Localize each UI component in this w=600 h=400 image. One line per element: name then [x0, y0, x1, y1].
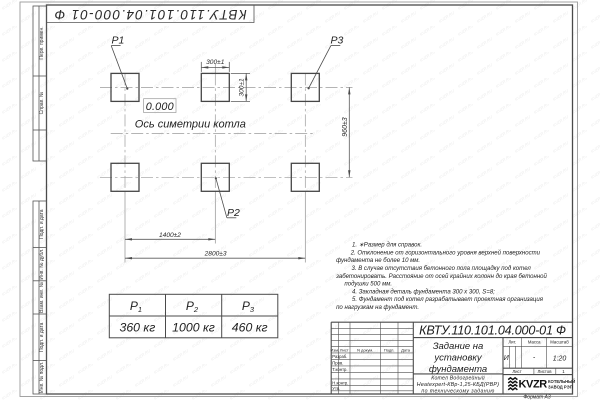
- svg-text:КВТУ.110.101.04.000-01 Ф: КВТУ.110.101.04.000-01 Ф: [419, 324, 566, 338]
- svg-text:Р3: Р3: [331, 35, 344, 47]
- svg-text:KVZR: KVZR: [519, 378, 548, 390]
- svg-text:Подп.: Подп.: [384, 347, 395, 352]
- svg-text:Н.контр.: Н.контр.: [332, 380, 348, 385]
- svg-text:Взам. инв. №: Взам. инв. №: [39, 282, 45, 313]
- svg-text:КОТЕЛЬНЫЙ: КОТЕЛЬНЫЙ: [548, 379, 575, 384]
- svg-text:Ось симетрии котла: Ось симетрии котла: [135, 119, 246, 131]
- svg-text:460 кг: 460 кг: [232, 321, 268, 335]
- svg-text:по техническому заданию: по техническому заданию: [421, 388, 494, 394]
- svg-text:Т.контр.: Т.контр.: [332, 367, 347, 372]
- svg-text:Лит.: Лит.: [508, 340, 516, 345]
- svg-text:Справ. №: Справ. №: [39, 92, 45, 115]
- svg-text:360 кг: 360 кг: [119, 321, 155, 335]
- svg-text:забетонировать. Расстояние о: забетонировать. Расстояние от осей крайн…: [335, 273, 547, 280]
- svg-text:5. Фундамент под котел раз: 5. Фундамент под котел разрабатывает про…: [352, 297, 544, 303]
- svg-text:4. Закладная деталь фундаме: 4. Закладная деталь фундамента 300 х 300…: [352, 289, 495, 295]
- svg-text:N докум.: N докум.: [357, 347, 373, 352]
- svg-text:2. Отклонение от горизонтал: 2. Отклонение от горизонтального уровня …: [350, 249, 541, 256]
- svg-text:подушки 500 мм.: подушки 500 мм.: [344, 282, 392, 288]
- svg-text:Изм.: Изм.: [331, 347, 340, 352]
- svg-text:960±3: 960±3: [342, 117, 349, 137]
- svg-text:Лист: Лист: [512, 369, 521, 374]
- svg-text:Листов: Листов: [538, 369, 553, 374]
- svg-text:Подп. и дата: Подп. и дата: [39, 209, 45, 239]
- svg-text:установку: установку: [433, 353, 483, 364]
- svg-text:Р1: Р1: [112, 35, 125, 47]
- svg-text:Масштаб: Масштаб: [550, 340, 569, 345]
- svg-text:фундамента не более 10 мм.: фундамента не более 10 мм.: [336, 258, 420, 264]
- svg-text:ЗАВОД РЭП: ЗАВОД РЭП: [548, 384, 573, 389]
- svg-text:Heatexpert-КВр-1,25-КБД(РВР): Heatexpert-КВр-1,25-КБД(РВР): [417, 382, 499, 388]
- svg-text:КВТУ.110.101.04.000-01 Ф: КВТУ.110.101.04.000-01 Ф: [53, 7, 247, 22]
- svg-text:Утв.: Утв.: [332, 386, 340, 391]
- svg-text:1000 кг: 1000 кг: [172, 321, 215, 335]
- svg-text:И: И: [504, 355, 510, 362]
- svg-text:1: 1: [562, 369, 565, 374]
- svg-text:фундамента: фундамента: [429, 364, 487, 375]
- svg-text:-: -: [533, 355, 536, 362]
- svg-text:2800±3: 2800±3: [204, 251, 227, 258]
- svg-text:300±1: 300±1: [206, 59, 225, 66]
- svg-text:1400±2: 1400±2: [159, 232, 181, 239]
- svg-text:300±1: 300±1: [238, 78, 245, 97]
- svg-text:Разраб.: Разраб.: [332, 354, 347, 359]
- svg-text:Котел Водогрейный: Котел Водогрейный: [431, 374, 485, 381]
- svg-text:Формат А3: Формат А3: [523, 394, 551, 400]
- svg-text:по нагрузкам на фундамент.: по нагрузкам на фундамент.: [336, 305, 419, 311]
- svg-text:Перв. примен.: Перв. примен.: [39, 26, 45, 59]
- svg-text:1:20: 1:20: [553, 356, 567, 363]
- svg-text:0.000: 0.000: [146, 101, 174, 113]
- svg-text:Пров.: Пров.: [332, 360, 343, 365]
- svg-text:Р2: Р2: [227, 207, 240, 219]
- svg-text:3. В случае отсутствия бет: 3. В случае отсутствия бетонного пола пл…: [352, 266, 532, 272]
- svg-text:Масса: Масса: [528, 340, 541, 345]
- svg-text:1. ∗Размер для справок.: 1. ∗Размер для справок.: [352, 243, 422, 249]
- svg-text:Задание на: Задание на: [433, 341, 484, 352]
- svg-text:Лист: Лист: [340, 347, 349, 352]
- svg-text:Инв. № дубл.: Инв. № дубл.: [39, 249, 45, 280]
- svg-text:Инв. № подл.: Инв. № подл.: [39, 362, 45, 393]
- svg-text:Подп. и дата: Подп. и дата: [39, 322, 45, 352]
- svg-text:Дата: Дата: [401, 347, 411, 352]
